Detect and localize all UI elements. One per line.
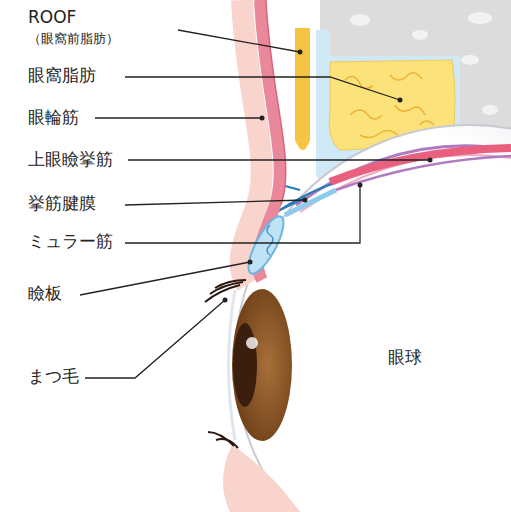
tarsus: [242, 212, 290, 278]
part-label: ROOF: [28, 8, 76, 27]
roof-fat: [295, 28, 310, 150]
lower-lashes: [208, 432, 238, 448]
cornea: [229, 290, 236, 440]
part-label: （眼窩前脂肪）: [28, 32, 119, 46]
part-label: ミュラー筋: [28, 232, 113, 251]
fat-texture: [345, 73, 434, 138]
muller-muscle: [285, 190, 336, 215]
orbicularis-edge: [266, 0, 286, 205]
eyelashes: [205, 280, 246, 302]
part-label: まつ毛: [28, 367, 79, 386]
pupil: [233, 323, 257, 407]
part-label: 眼輪筋: [28, 108, 79, 127]
leader-lines: [80, 30, 430, 378]
levator-sheath: [336, 156, 511, 190]
lower-eyelid: [223, 445, 300, 512]
tarsal-gland: [267, 225, 273, 255]
iris: [232, 289, 292, 441]
leader-dots: [223, 50, 433, 303]
part-label: 眼球: [388, 348, 422, 367]
highlight: [246, 337, 258, 349]
part-label: 挙筋腱膜: [28, 194, 96, 213]
levator-muscle: [330, 148, 511, 182]
part-label: 瞼板: [28, 284, 62, 303]
part-label: 上眼瞼挙筋: [28, 150, 113, 169]
part-label: 眼窩脂肪: [28, 66, 96, 85]
